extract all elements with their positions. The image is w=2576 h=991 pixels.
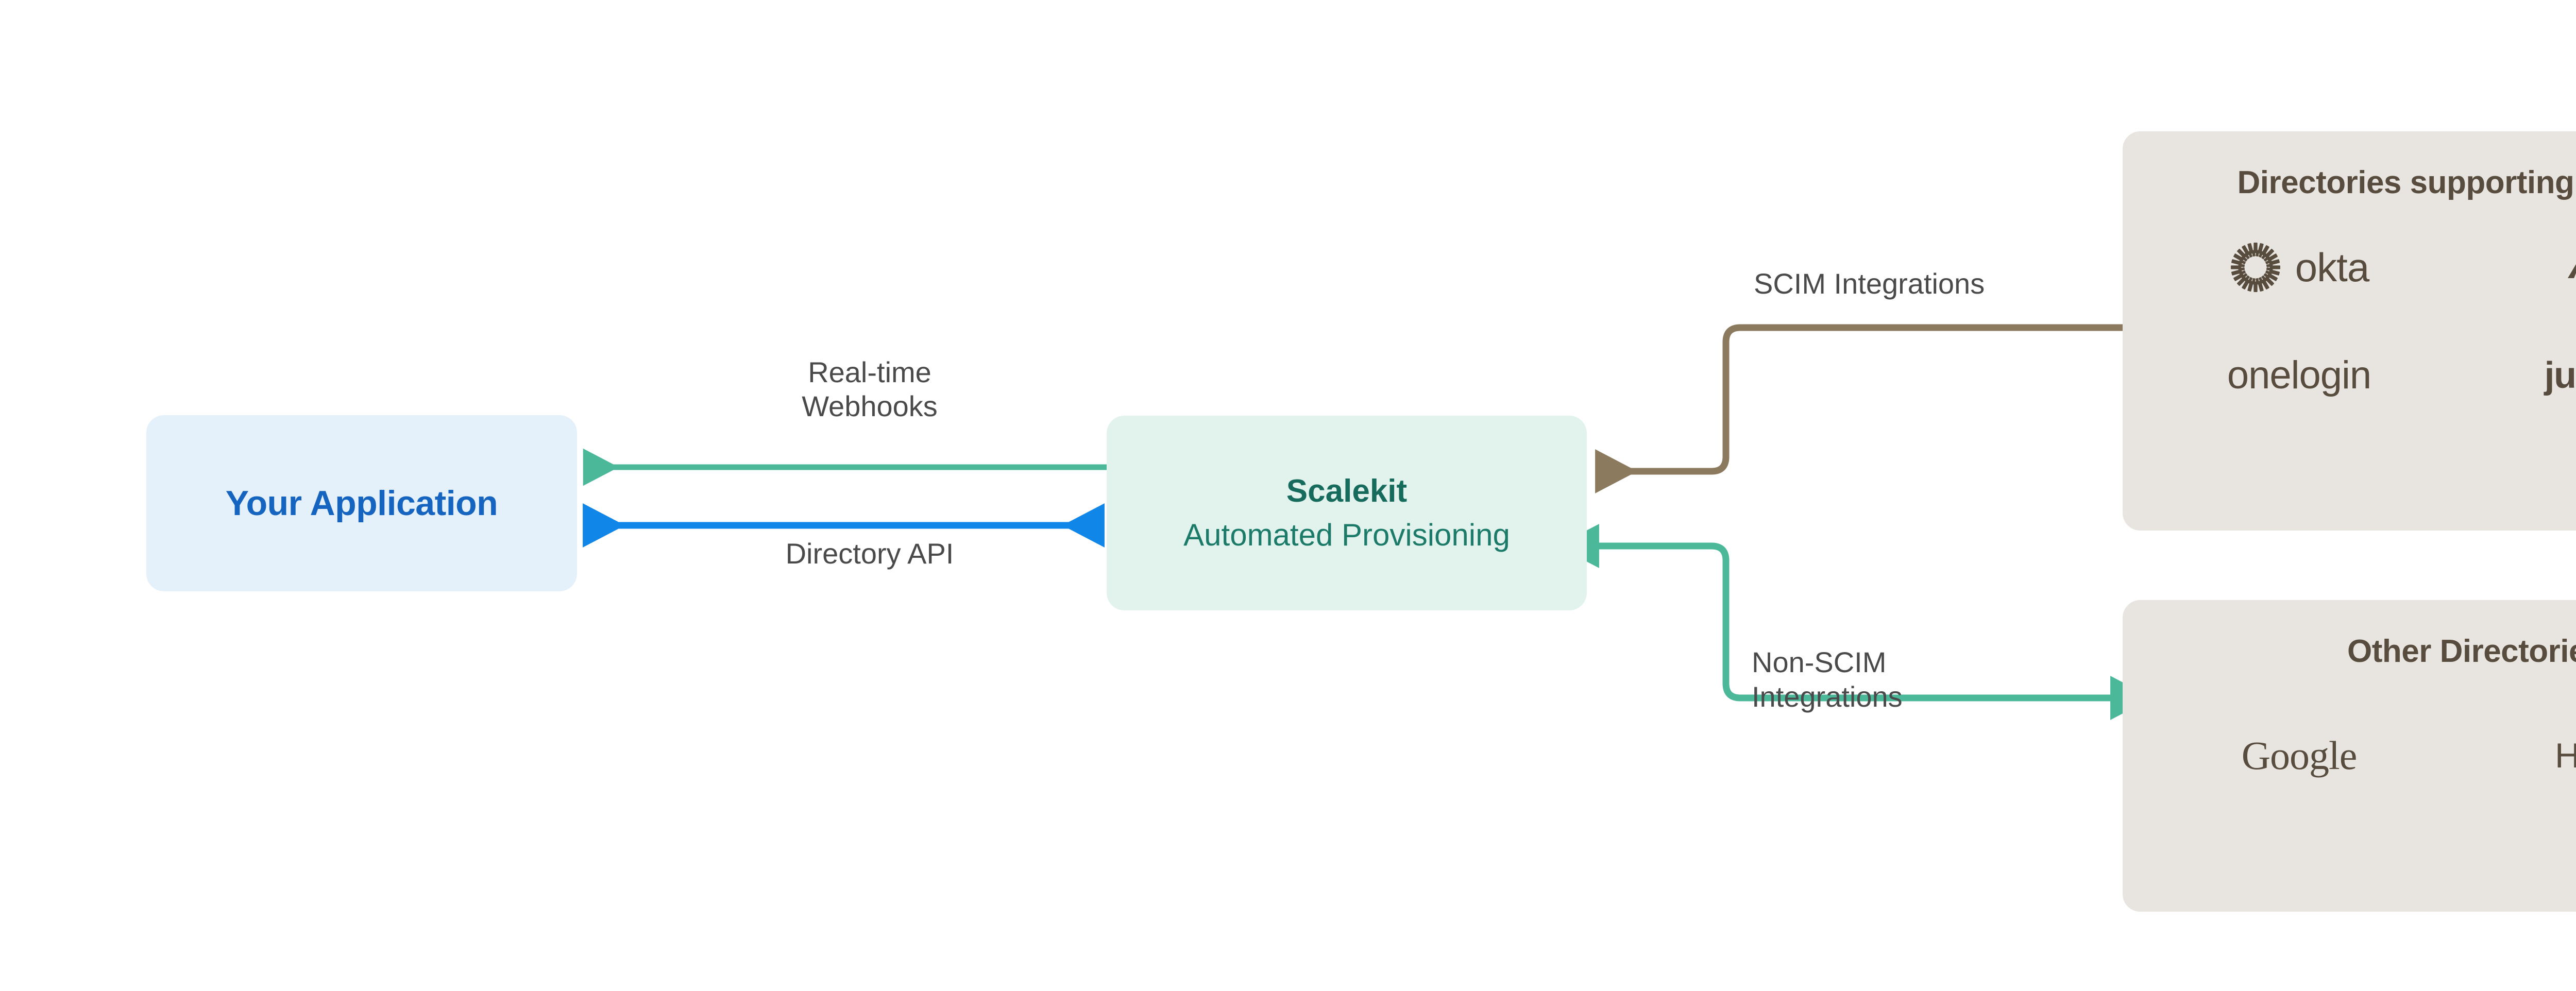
- edge-label-webhooks-line2: Webhooks: [802, 390, 938, 423]
- edge-label-non-scim-integrations: Non-SCIM Integrations: [1752, 645, 1903, 714]
- node-other-directories[interactable]: Other Directories Google HRMS/HRIS: [2123, 600, 2576, 912]
- okta-sunburst-icon: [2230, 243, 2280, 293]
- edge-label-non-scim-line1: Non-SCIM: [1752, 646, 1887, 678]
- logo-google: Google: [2241, 727, 2358, 784]
- edge-scim-integrations: [1595, 324, 2123, 493]
- logo-jumpcloud: jumpcloudTM: [2544, 347, 2576, 404]
- scalekit-title: Scalekit: [1286, 473, 1408, 509]
- onelogin-label: onelogin: [2227, 353, 2371, 398]
- scim-logo-grid: okta Azure onelogin jumpcloudTM: [2123, 238, 2576, 404]
- edge-label-scim-integrations: SCIM Integrations: [1754, 267, 1985, 300]
- logo-okta: okta: [2229, 238, 2369, 296]
- scalekit-subtitle: Automated Provisioning: [1183, 518, 1510, 553]
- edge-label-webhooks-line1: Real-time: [808, 356, 931, 388]
- edge-label-directory-api: Directory API: [785, 537, 954, 570]
- logo-hrms-hris: HRMS/HRIS: [2555, 727, 2576, 784]
- okta-label: okta: [2295, 245, 2369, 291]
- edge-label-non-scim-line2: Integrations: [1752, 680, 1903, 713]
- logo-onelogin: onelogin: [2227, 347, 2371, 404]
- other-logo-grid: Google HRMS/HRIS: [2123, 727, 2576, 784]
- node-your-application[interactable]: Your Application: [146, 415, 577, 591]
- your-application-label: Your Application: [225, 483, 498, 523]
- jumpcloud-label: jumpcloud: [2544, 355, 2576, 397]
- hrms-hris-label: HRMS/HRIS: [2554, 736, 2576, 776]
- logo-azure: Azure: [2567, 238, 2576, 296]
- scim-directories-heading: Directories supporting SCIM 2.0: [2237, 165, 2576, 200]
- node-scalekit[interactable]: Scalekit Automated Provisioning: [1107, 416, 1587, 610]
- azure-triangle-icon: [2568, 264, 2576, 279]
- other-directories-heading: Other Directories: [2347, 634, 2576, 669]
- edge-label-webhooks: Real-time Webhooks: [761, 355, 978, 423]
- node-scim-directories[interactable]: Directories supporting SCIM 2.0: [2123, 131, 2576, 531]
- google-label: Google: [2241, 733, 2358, 778]
